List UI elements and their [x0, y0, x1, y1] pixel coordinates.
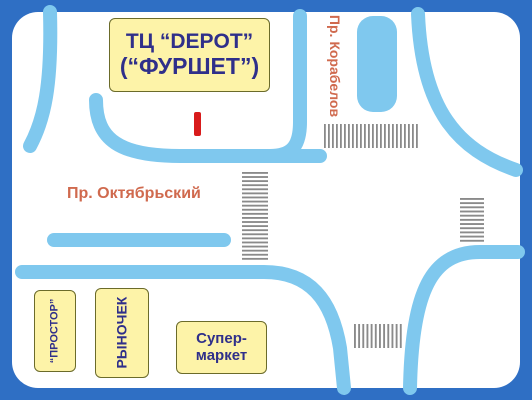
crosswalk-oktyabrsky-right-stripe	[460, 202, 484, 205]
crosswalk-oktyabrsky-right-stripe	[460, 210, 484, 213]
rynochek-text: РЫНОЧЕК	[113, 297, 130, 369]
crosswalk-oktyabrsky-left-stripe	[242, 233, 268, 236]
crosswalk-lower-stripe	[391, 324, 394, 348]
crosswalk-korabelov-stripe	[388, 124, 390, 148]
crosswalk-lower-stripe	[387, 324, 390, 348]
crosswalk-korabelov-stripe	[380, 124, 382, 148]
depot-line-2: (“ФУРШЕТ”)	[119, 52, 260, 79]
crosswalk-korabelov-stripe	[352, 124, 354, 148]
supermarket-label: Супер- маркет	[176, 321, 267, 374]
supermarket-line-1: Супер-	[196, 330, 247, 348]
road-edge-far-left	[23, 5, 58, 153]
crosswalk-oktyabrsky-right-stripe	[460, 227, 484, 230]
crosswalk-oktyabrsky-right-stripe	[460, 223, 484, 225]
crosswalk-korabelov-stripe	[344, 124, 346, 148]
crosswalk-korabelov-stripe	[416, 124, 418, 148]
crosswalk-korabelov-stripe	[396, 124, 398, 148]
crosswalk-oktyabrsky-left-stripe	[242, 176, 268, 178]
depot-line-1: ТЦ “DEPOT”	[125, 30, 254, 54]
crosswalk-oktyabrsky-right	[460, 198, 484, 242]
road-median-korabelov	[357, 16, 397, 112]
crosswalk-oktyabrsky-left-stripe	[242, 184, 268, 187]
crosswalk-lower-stripe	[366, 324, 369, 348]
road-edge-korabelov-right	[411, 7, 523, 177]
crosswalk-lower-stripe	[395, 324, 398, 348]
crosswalk-lower-stripe	[399, 324, 402, 348]
crosswalk-lower-stripe	[374, 324, 377, 348]
crosswalk-oktyabrsky-left-stripe	[242, 245, 268, 248]
crosswalk-lower-stripe	[358, 324, 361, 348]
crosswalk-oktyabrsky-left-stripe	[242, 200, 268, 203]
crosswalk-korabelov-stripe	[376, 124, 378, 148]
supermarket-line-2: маркет	[195, 346, 248, 364]
road-edge-lower-right	[403, 245, 525, 395]
crosswalk-korabelov-stripe	[340, 124, 342, 148]
depot-mall-label: ТЦ “DEPOT” (“ФУРШЕТ”)	[109, 18, 270, 92]
crosswalk-korabelov-stripe	[412, 124, 414, 148]
crosswalk-oktyabrsky-left-stripe	[242, 192, 268, 195]
crosswalk-oktyabrsky-left-stripe	[242, 249, 268, 252]
crosswalk-oktyabrsky-left-stripe	[242, 196, 268, 199]
crosswalk-oktyabrsky-left-stripe	[242, 217, 268, 219]
crosswalk-oktyabrsky-left-stripe	[242, 172, 268, 174]
crosswalk-korabelov-stripe	[384, 124, 386, 148]
crosswalk-korabelov-stripe	[372, 124, 374, 148]
crosswalk-oktyabrsky-left-stripe	[242, 241, 268, 244]
location-marker	[194, 112, 201, 136]
crosswalk-korabelov	[324, 124, 418, 148]
crosswalk-korabelov-stripe	[404, 124, 406, 148]
crosswalk-oktyabrsky-left-stripe	[242, 225, 268, 228]
prostor-text: “ПРОСТОР”	[48, 298, 61, 364]
road-edge-lower-left	[15, 265, 351, 395]
crosswalk-oktyabrsky-right-stripe	[460, 206, 484, 209]
crosswalk-oktyabrsky-right-stripe	[460, 214, 484, 217]
crosswalk-korabelov-stripe	[324, 124, 326, 148]
road-edge-korabelov-left	[263, 9, 307, 163]
crosswalk-korabelov-stripe	[364, 124, 366, 148]
crosswalk-korabelov-stripe	[368, 124, 370, 148]
crosswalk-lower-stripe	[362, 324, 365, 348]
prostor-store-label: “ПРОСТОР”	[34, 290, 76, 372]
crosswalk-oktyabrsky-left-stripe	[242, 237, 268, 240]
crosswalk-oktyabrsky-left-stripe	[242, 212, 268, 215]
crosswalk-oktyabrsky-left-stripe	[242, 180, 268, 183]
rynochek-market-label: РЫНОЧЕК	[95, 288, 149, 378]
crosswalk-oktyabrsky-left-stripe	[242, 188, 268, 191]
crosswalk-oktyabrsky-right-stripe	[460, 235, 484, 238]
street-oktyabrsky-label: Пр. Октябрьский	[67, 185, 201, 202]
crosswalk-korabelov-stripe	[328, 124, 330, 148]
crosswalk-oktyabrsky-left-stripe	[242, 221, 268, 223]
crosswalk-oktyabrsky-right-stripe	[460, 218, 484, 221]
crosswalk-korabelov-stripe	[332, 124, 334, 148]
crosswalk-lower-stripe	[354, 324, 356, 348]
crosswalk-korabelov-stripe	[356, 124, 358, 148]
crosswalk-oktyabrsky-right-stripe	[460, 198, 484, 200]
crosswalk-oktyabrsky-left	[242, 172, 268, 260]
crosswalk-korabelov-stripe	[400, 124, 402, 148]
crosswalk-korabelov-stripe	[392, 124, 394, 148]
crosswalk-lower-stripe	[379, 324, 381, 348]
crosswalk-lower-stripe	[383, 324, 386, 348]
crosswalk-oktyabrsky-left-stripe	[242, 204, 268, 207]
crosswalk-oktyabrsky-left-stripe	[242, 253, 268, 256]
street-korabelov-label: Пр. Корабелов	[327, 14, 344, 118]
crosswalk-oktyabrsky-right-stripe	[460, 239, 484, 242]
crosswalk-oktyabrsky-left-stripe	[242, 229, 268, 232]
crosswalk-oktyabrsky-left-stripe	[242, 257, 268, 260]
crosswalk-lower	[354, 324, 402, 348]
crosswalk-korabelov-stripe	[336, 124, 338, 148]
crosswalk-korabelov-stripe	[360, 124, 362, 148]
crosswalk-oktyabrsky-left-stripe	[242, 208, 268, 211]
crosswalk-korabelov-stripe	[408, 124, 410, 148]
crosswalk-oktyabrsky-right-stripe	[460, 231, 484, 234]
crosswalk-lower-stripe	[370, 324, 373, 348]
road-edge-depot-curve	[89, 93, 327, 163]
crosswalk-korabelov-stripe	[348, 124, 350, 148]
